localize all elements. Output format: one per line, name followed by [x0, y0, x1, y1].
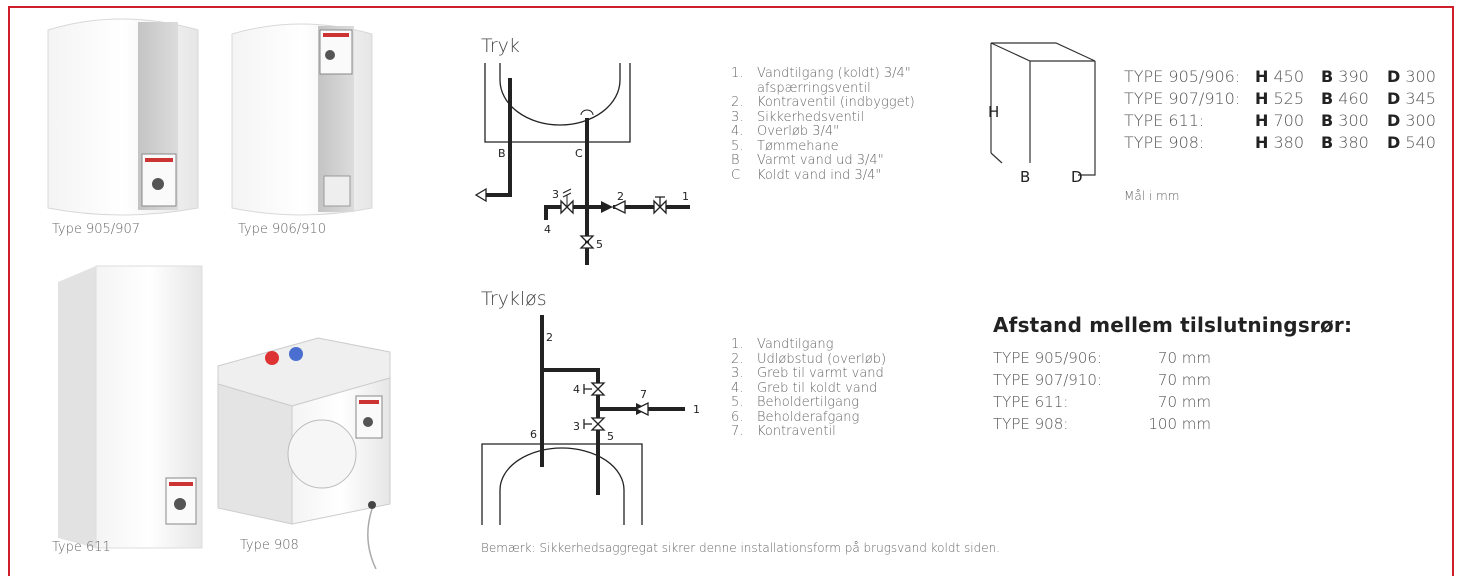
unit-note: Mål i mm [1124, 189, 1180, 203]
tryk-label-c: C [575, 147, 583, 160]
legend-item: 7.Kontraventil [731, 424, 836, 439]
distance-heading: Afstand mellem tilslutningsrør: [993, 313, 1353, 337]
table-row: TYPE 905/906:70 mm [993, 349, 1211, 367]
legend-item: 3.Sikkerhedsventil [731, 109, 865, 125]
box-label-d: D [1071, 168, 1083, 186]
legend-item: 5.Tømmehane [731, 138, 839, 154]
legend-item: afspærringsventil [757, 80, 871, 96]
legend-item: 3.Greb til varmt vand [731, 366, 884, 381]
table-row: TYPE 611:70 mm [993, 393, 1211, 411]
table-row: TYPE 908: H 380 B 380 D 540 [1124, 132, 1436, 152]
tryklos-label-5: 5 [607, 430, 614, 443]
legend-item: 4.Greb til koldt vand [731, 380, 878, 396]
legend-item: 4.Overløb 3/4" [731, 124, 840, 139]
heater-906-910-image [231, 23, 373, 216]
tryklos-label-7: 7 [640, 388, 647, 401]
dimension-box-diagram: H B D [988, 42, 1096, 186]
table-row: TYPE 905/906: H 450 B 390 D 300 [1124, 66, 1436, 86]
tryklos-label-2: 2 [546, 331, 553, 344]
tryk-label-b: B [498, 147, 506, 160]
caption-908: Type 908 [240, 538, 299, 553]
tryk-label-2: 2 [617, 190, 624, 203]
legend-item: 2.Udløbstud (overløb) [731, 351, 887, 367]
table-row: TYPE 907/910:70 mm [993, 371, 1211, 389]
tryk-diagram: B C 1 2 3 4 5 [474, 63, 690, 265]
footer-note: Bemærk: Sikkerhedsaggregat sikrer denne … [481, 541, 1000, 555]
caption-905-907: Type 905/907 [52, 222, 140, 237]
tryk-label-5: 5 [596, 238, 603, 251]
tryklos-label-3: 3 [573, 420, 580, 433]
dimensions-table: TYPE 905/906: H 450 B 390 D 300 TYPE 907… [1124, 65, 1436, 153]
legend-item: 1.Vandtilgang (koldt) 3/4" [731, 66, 911, 81]
tryklos-title: Trykløs [481, 288, 547, 310]
heater-905-907-image [47, 18, 199, 216]
legend-item: 6.Beholderafgang [731, 409, 860, 425]
legend-item: 5.Beholdertilgang [731, 395, 860, 410]
tryklos-diagram: 1 2 3 4 5 6 7 [481, 315, 700, 525]
caption-906-910: Type 906/910 [238, 222, 326, 237]
heater-908-image [217, 337, 391, 569]
tryk-label-1: 1 [682, 190, 689, 203]
legend-item: 2.Kontraventil (indbygget) [731, 95, 915, 110]
tryk-legend: 1.Vandtilgang (koldt) 3/4" afspærringsve… [731, 66, 915, 183]
heater-611-image [58, 265, 203, 549]
product-images [47, 18, 391, 569]
box-label-b: B [1020, 168, 1030, 186]
tryklos-label-1: 1 [693, 403, 700, 416]
legend-item: 1.Vandtilgang [731, 337, 834, 352]
tryklos-label-4: 4 [573, 383, 580, 396]
page-frame [8, 6, 1454, 576]
distance-table: TYPE 905/906:70 mm TYPE 907/910:70 mm TY… [993, 347, 1211, 435]
tryklos-legend: 1.Vandtilgang 2.Udløbstud (overløb) 3.Gr… [731, 337, 887, 440]
table-row: TYPE 907/910: H 525 B 460 D 345 [1124, 88, 1436, 108]
table-row: TYPE 611: H 700 B 300 D 300 [1124, 110, 1436, 130]
caption-611: Type 611 [52, 540, 111, 555]
tryk-label-4: 4 [544, 223, 551, 236]
tryklos-label-6: 6 [530, 428, 537, 441]
table-row: TYPE 908:100 mm [993, 415, 1211, 433]
tryk-label-3: 3 [552, 188, 559, 201]
tryk-title: Tryk [481, 35, 520, 57]
box-label-h: H [988, 103, 999, 121]
